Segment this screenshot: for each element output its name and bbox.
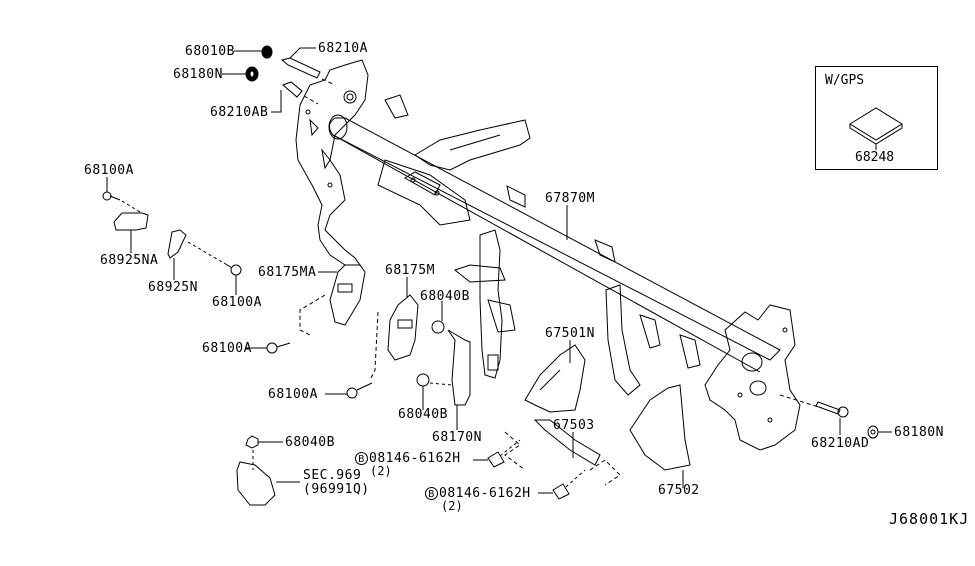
- part-label-68040B[interactable]: 68040B: [285, 435, 335, 450]
- brackets-68925: [103, 177, 241, 295]
- inset-part-68248: [850, 108, 902, 150]
- quantity-label: (2): [441, 499, 463, 513]
- part-label-68040B[interactable]: 68040B: [420, 289, 470, 304]
- bracket-sec969: [237, 436, 300, 505]
- brackets-675xx: [473, 340, 690, 499]
- bracket-68170N: [417, 301, 470, 430]
- part-label-68210AB[interactable]: 68210AB: [210, 105, 269, 120]
- bolt-symbol-icon: B: [425, 487, 438, 500]
- fasteners-top-left: [222, 46, 335, 112]
- part-label-67503[interactable]: 67503: [553, 418, 595, 433]
- part-label-67501N[interactable]: 67501N: [545, 326, 595, 341]
- steering-member-67870M: [296, 60, 800, 450]
- part-label-68100A[interactable]: 68100A: [202, 341, 252, 356]
- part-label-68175M[interactable]: 68175M: [385, 263, 435, 278]
- part-label-68175MA[interactable]: 68175MA: [258, 265, 317, 280]
- part-label-68180N[interactable]: 68180N: [173, 67, 223, 82]
- part-label-68100A[interactable]: 68100A: [84, 163, 134, 178]
- brackets-68175: [245, 265, 418, 398]
- part-label-68210AD[interactable]: 68210AD: [811, 436, 870, 451]
- fasteners-right: [780, 395, 892, 438]
- quantity-label: (2): [370, 464, 392, 478]
- part-label-67502[interactable]: 67502: [658, 483, 700, 498]
- part-label-67870M[interactable]: 67870M: [545, 191, 595, 206]
- diagram-code: J68001KJ: [889, 510, 970, 528]
- inset-title: W/GPS: [825, 73, 865, 88]
- part-label-68170N[interactable]: 68170N: [432, 430, 482, 445]
- reference-label-96991Q: (96991Q): [303, 482, 370, 497]
- part-label-68925NA[interactable]: 68925NA: [100, 253, 159, 268]
- part-label-68010B[interactable]: 68010B: [185, 44, 235, 59]
- bolt-symbol-icon: B: [355, 452, 368, 465]
- reference-label-sec969[interactable]: SEC.969: [303, 468, 362, 483]
- part-label-68040B[interactable]: 68040B: [398, 407, 448, 422]
- part-label-68100A[interactable]: 68100A: [268, 387, 318, 402]
- part-label-68210A[interactable]: 68210A: [318, 41, 368, 56]
- part-label-68100A[interactable]: 68100A: [212, 295, 262, 310]
- part-label-68925N[interactable]: 68925N: [148, 280, 198, 295]
- part-label-68180N[interactable]: 68180N: [894, 425, 944, 440]
- gps-inset-box: W/GPS 68248: [815, 66, 938, 170]
- part-label-68248[interactable]: 68248: [855, 150, 895, 165]
